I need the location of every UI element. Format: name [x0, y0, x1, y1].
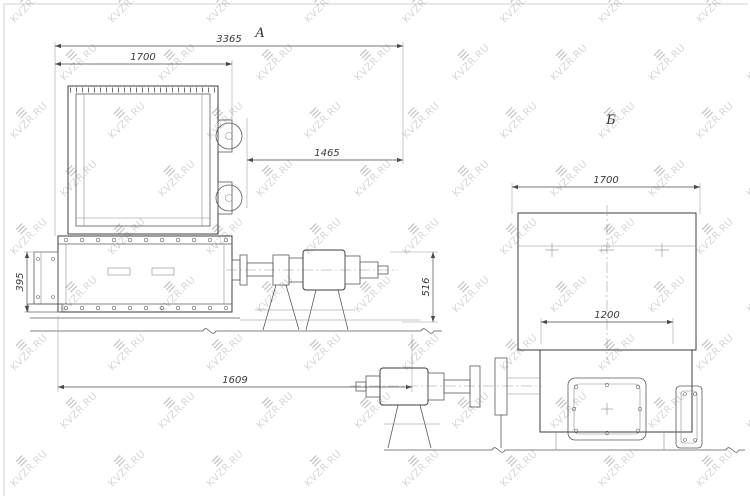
hopper-box-b: [517, 205, 697, 360]
dim-label-1200: 1200: [594, 310, 619, 321]
dim-label-1465: 1465: [314, 148, 339, 159]
fan-units: [215, 119, 243, 215]
crusher-body: [57, 235, 233, 313]
dim-overall-width-a: 3365: [54, 34, 404, 236]
dim-label-516: 516: [421, 277, 432, 296]
dim-label-3365: 3365: [216, 34, 241, 45]
dim-label-1609: 1609: [222, 375, 247, 386]
dim-inner-width-b: 1200: [540, 310, 674, 344]
dim-label-395: 395: [15, 272, 26, 291]
centerline-cross: [545, 243, 669, 257]
dim-base-width-a: 1609: [57, 316, 413, 392]
dim-shaft-height-a: 516: [390, 251, 438, 323]
dim-label-1700-a: 1700: [130, 52, 155, 63]
drive-assembly-a: [226, 249, 398, 331]
dim-top-width-a: 1700: [55, 52, 233, 120]
view-b-label: Б: [605, 113, 616, 128]
dim-right-offset-a: 1465: [246, 118, 403, 208]
sheet-border: [3, 3, 748, 496]
drive-assembly-b: [350, 357, 542, 449]
view-a: А 3365 1700: [15, 26, 442, 392]
dim-left-height-a: 395: [15, 251, 58, 313]
view-b: Б 1700 1200: [350, 113, 745, 453]
body-b: [539, 349, 703, 449]
hopper-box: [67, 85, 219, 235]
left-bracket: [27, 251, 63, 313]
dim-label-1700-b: 1700: [593, 175, 618, 186]
foundation-a: [30, 317, 442, 334]
view-a-label: А: [254, 26, 265, 41]
foundation-b: [384, 432, 745, 453]
dim-top-width-b: 1700: [511, 175, 701, 214]
